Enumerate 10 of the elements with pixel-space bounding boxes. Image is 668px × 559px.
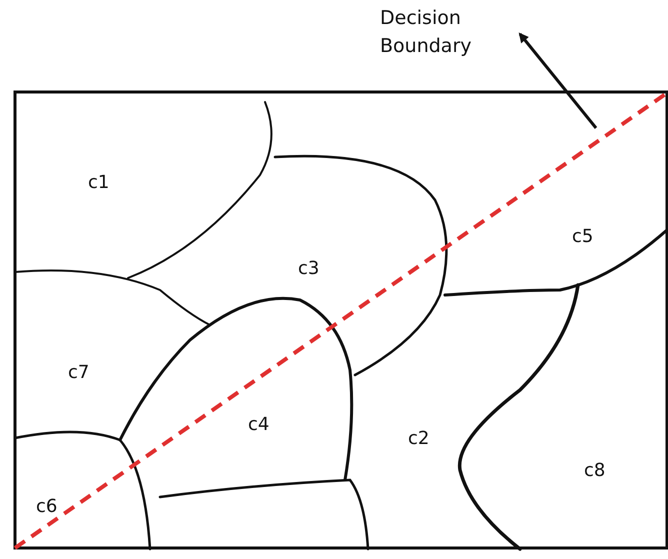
leader-arrow (518, 32, 598, 129)
region-label: c1 (88, 172, 110, 193)
region-label: c8 (584, 460, 606, 481)
region-label: c7 (68, 362, 90, 383)
callout-text: Decision Boundary (380, 4, 510, 60)
region-label: c6 (36, 496, 58, 517)
region-label: c3 (298, 258, 320, 279)
region-label: c4 (248, 414, 270, 435)
region-label: c2 (408, 428, 430, 449)
region-label: c5 (572, 226, 594, 247)
